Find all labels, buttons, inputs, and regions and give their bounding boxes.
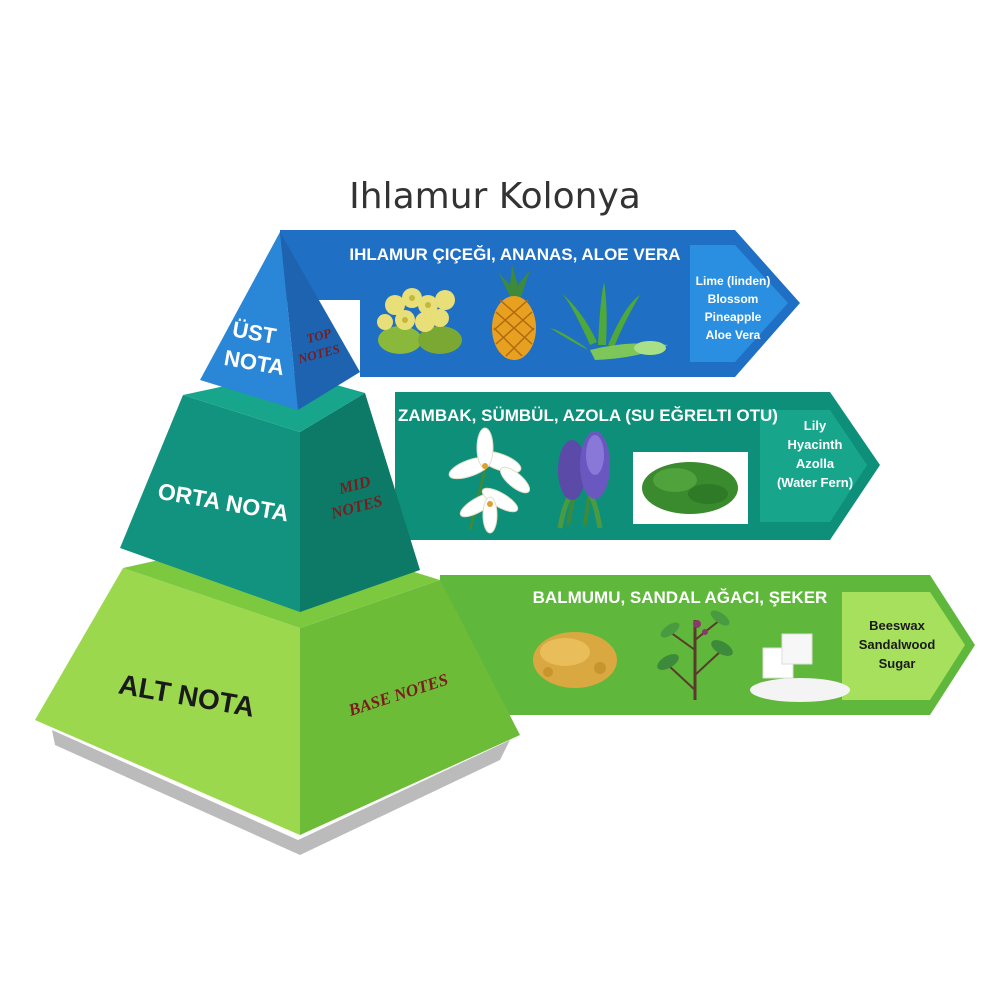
hyacinth-icon	[557, 431, 610, 529]
mid-band: ZAMBAK, SÜMBÜL, AZOLA (SU EĞRELTI OTU) L…	[395, 392, 880, 540]
aloe-vera-icon	[550, 282, 668, 360]
mid-arrow-line-4: (Water Fern)	[777, 475, 853, 490]
pyramid-shadow	[52, 730, 510, 855]
page-title: Ihlamur Kolonya	[349, 176, 641, 217]
sandalwood-icon	[657, 610, 733, 700]
base-arrow-line-3: Sugar	[879, 656, 916, 671]
pyramid: ÜST NOTA ORTA NOTA ALT NOTA TOP NOTES MI…	[35, 232, 520, 855]
mid-tier-front	[120, 395, 300, 612]
top-band-title: IHLAMUR ÇIÇEĞI, ANANAS, ALOE VERA	[349, 245, 680, 264]
top-arrow-line-4: Aloe Vera	[706, 328, 761, 342]
base-band: BALMUMU, SANDAL AĞACI, ŞEKER Beeswax San…	[440, 575, 975, 715]
base-tier-front	[35, 568, 300, 835]
base-arrow-line-2: Sandalwood	[859, 637, 936, 652]
top-tier-en-line-1: TOP	[305, 325, 334, 346]
mid-band-title: ZAMBAK, SÜMBÜL, AZOLA (SU EĞRELTI OTU)	[398, 406, 778, 425]
top-band: IHLAMUR ÇIÇEĞI, ANANAS, ALOE VERA Lime (…	[280, 230, 800, 377]
base-tier-side	[300, 580, 520, 835]
pineapple-icon	[492, 265, 536, 360]
azolla-fern-icon	[633, 452, 748, 524]
base-band-title: BALMUMU, SANDAL AĞACI, ŞEKER	[533, 588, 828, 607]
top-arrow-line-3: Pineapple	[705, 310, 762, 324]
sugar-cubes-icon	[750, 633, 850, 702]
top-arrow-line-1: Lime (linden)	[696, 274, 771, 288]
beeswax-icon	[533, 632, 617, 688]
top-arrow-line-2: Blossom	[708, 292, 759, 306]
top-tier-side	[280, 232, 360, 410]
base-arrow-line-1: Beeswax	[869, 618, 925, 633]
base-arrow	[842, 592, 965, 700]
linden-blossom-icon	[377, 288, 462, 354]
mid-tier-side	[300, 393, 420, 612]
mid-arrow-line-3: Azolla	[796, 456, 835, 471]
top-tier-front	[200, 232, 298, 410]
mid-arrow	[760, 410, 867, 522]
lily-flower-icon	[448, 427, 531, 534]
mid-arrow-line-1: Lily	[804, 418, 827, 433]
mid-arrow-line-2: Hyacinth	[788, 437, 843, 452]
top-arrow	[690, 245, 788, 362]
